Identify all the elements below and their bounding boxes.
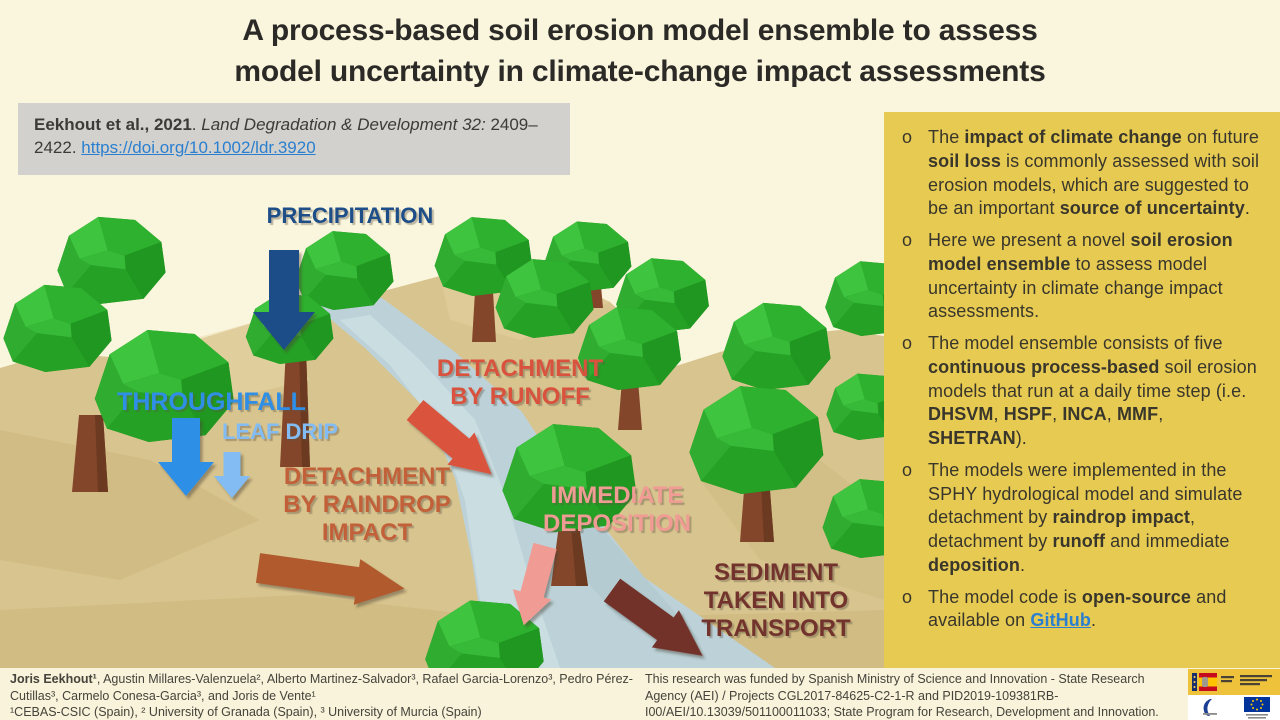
bullet-marker: o — [902, 127, 913, 147]
tree — [689, 386, 824, 542]
authors-block: Joris Eekhout¹, Agustin Millares-Valenzu… — [10, 671, 638, 720]
tree — [578, 307, 681, 430]
spain-government-logo — [1188, 669, 1280, 695]
github-link[interactable]: GitHub — [1030, 610, 1091, 631]
author-list: Joris Eekhout¹, Agustin Millares-Valenzu… — [10, 672, 633, 703]
detachment-runoff-arrow — [406, 400, 492, 475]
key-point-item: o The impact of climate change on future… — [898, 126, 1264, 221]
key-point-text: Here we present a novel soil erosion mod… — [928, 230, 1233, 322]
scene-illustration — [0, 216, 884, 668]
precipitation-arrow — [253, 250, 315, 350]
footer-bar: Joris Eekhout¹, Agustin Millares-Valenzu… — [0, 668, 1280, 720]
citation-text: Eekhout et al., 2021. Land Degradation &… — [34, 115, 538, 157]
bullet-marker: o — [902, 586, 913, 607]
throughfall-arrow — [158, 418, 214, 496]
tree — [434, 217, 533, 342]
key-point-item: o Here we present a novel soil erosion m… — [898, 229, 1264, 324]
key-point-text: The model ensemble consists of five cont… — [928, 333, 1257, 448]
bullet-marker: o — [902, 459, 913, 480]
citation-box: Eekhout et al., 2021. Land Degradation &… — [18, 103, 570, 175]
forest — [3, 216, 884, 668]
tree — [245, 293, 334, 467]
affiliations: ¹CEBAS-CSIC (Spain), ² University of Gra… — [10, 705, 482, 719]
logos-block — [1188, 669, 1280, 720]
key-point-item: o The model ensemble consists of five co… — [898, 332, 1264, 451]
throughfall-label: THROUGHFALL — [117, 388, 306, 416]
sediment-transport-label: SEDIMENT TAKEN INTO TRANSPORT — [701, 559, 851, 642]
immediate-deposition-label: IMMEDIATE DEPOSITION — [542, 482, 692, 537]
key-point-text: The models were implemented in the SPHY … — [928, 459, 1243, 575]
tree — [825, 261, 884, 336]
tree — [72, 329, 234, 492]
title-line-2: model uncertainty in climate-change impa… — [234, 55, 1046, 89]
key-point-item: o The model code is open-source and avai… — [898, 586, 1264, 634]
tree — [722, 302, 831, 390]
detachment-raindrop-arrow — [255, 553, 405, 605]
key-point-item: o The models were implemented in the SPH… — [898, 459, 1264, 578]
bullet-marker: o — [902, 333, 913, 353]
funding-statement: This research was funded by Spanish Mini… — [645, 672, 1159, 719]
detachment-by-runoff-label: DETACHMENT BY RUNOFF — [436, 355, 604, 410]
eu-flag-logo — [1244, 697, 1270, 719]
tree — [502, 424, 637, 586]
doi-link[interactable]: https://doi.org/10.1002/ldr.3920 — [81, 137, 316, 157]
leaf-drip-label: LEAF DRIP — [221, 419, 339, 444]
immediate-deposition-arrow — [512, 542, 557, 626]
key-points-panel: o The impact of climate change on future… — [884, 112, 1280, 668]
sediment-transport-arrow — [603, 578, 703, 656]
leaf-drip-arrow — [214, 452, 250, 498]
key-point-text: The model code is open-source and availa… — [928, 586, 1227, 631]
detachment-by-raindrop-label: DETACHMENT BY RAINDROP IMPACT — [283, 463, 451, 546]
page-title: A process-based soil erosion model ensem… — [0, 10, 1280, 93]
key-point-text: The impact of climate change on future s… — [928, 127, 1260, 219]
title-line-1: A process-based soil erosion model ensem… — [242, 14, 1038, 47]
precipitation-label: PRECIPITATION — [266, 203, 434, 228]
bullet-marker: o — [902, 230, 913, 250]
